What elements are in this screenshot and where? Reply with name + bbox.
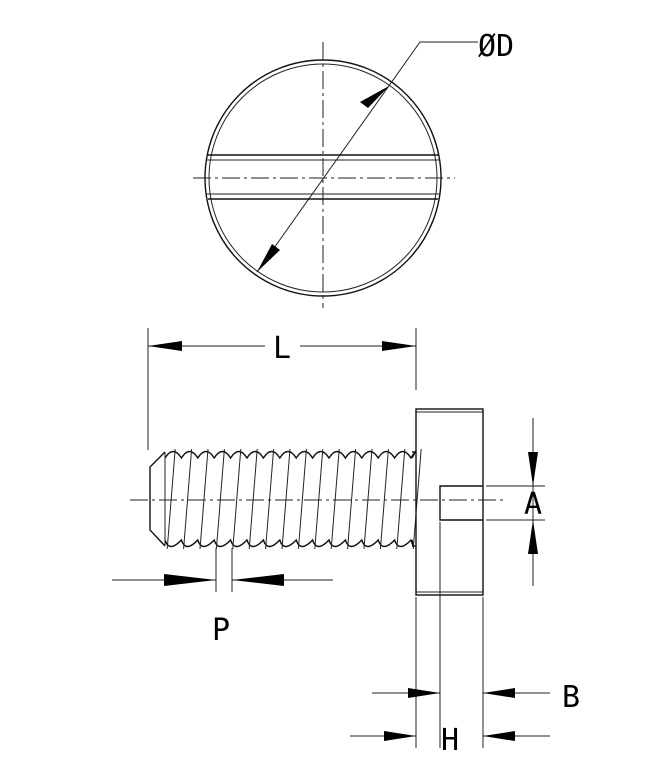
slot-width-arrow-top: [528, 452, 538, 486]
pitch-label: P: [212, 613, 230, 648]
thread-flank: [314, 448, 324, 550]
thread-crest-bottom: [164, 538, 415, 548]
shank-chamfer-end: [149, 451, 166, 547]
pitch-arrow-left: [164, 574, 216, 586]
threaded-shank: [149, 448, 422, 550]
length-arrow-right: [382, 341, 416, 351]
pitch-arrow-right: [232, 574, 284, 586]
slot-depth-arrow-right: [483, 688, 515, 698]
thread-flank: [396, 448, 406, 550]
thread-flank: [199, 448, 209, 550]
head-height-arrow-left: [384, 731, 416, 741]
length-label: L: [273, 331, 291, 366]
diameter-arrow-top: [360, 86, 389, 108]
thread-flank: [232, 448, 242, 550]
length-arrow-left: [148, 341, 182, 351]
head-height-label: H: [441, 723, 459, 758]
thread-flank: [281, 448, 291, 550]
diameter-label: ØD: [478, 29, 514, 64]
thread-flank: [363, 448, 373, 550]
thread-flank: [183, 448, 193, 550]
thread-flank: [166, 448, 176, 550]
slot-depth-label: B: [562, 680, 580, 715]
diameter-arrow-bottom: [257, 244, 280, 272]
head-slot: [439, 485, 483, 521]
thread-flank: [379, 448, 389, 550]
slot-width-arrow-bottom: [528, 520, 538, 554]
slot-width-label: A: [524, 487, 542, 522]
diameter-dimension-line: [256, 41, 421, 273]
thread-flank: [412, 448, 422, 550]
thread-flank: [297, 448, 307, 550]
thread-flank: [215, 448, 225, 550]
thread-crest-top: [164, 450, 417, 460]
thread-flank: [347, 448, 357, 550]
slot-depth-arrow-left: [408, 688, 440, 698]
screw-side-view: L A P B H: [112, 328, 580, 758]
head-side: [415, 408, 484, 596]
thread-flank: [330, 448, 340, 550]
head-top-view: ØD: [193, 29, 514, 308]
thread-flank: [248, 448, 258, 550]
thread-flank: [265, 448, 275, 550]
head-height-arrow-right: [483, 731, 515, 741]
